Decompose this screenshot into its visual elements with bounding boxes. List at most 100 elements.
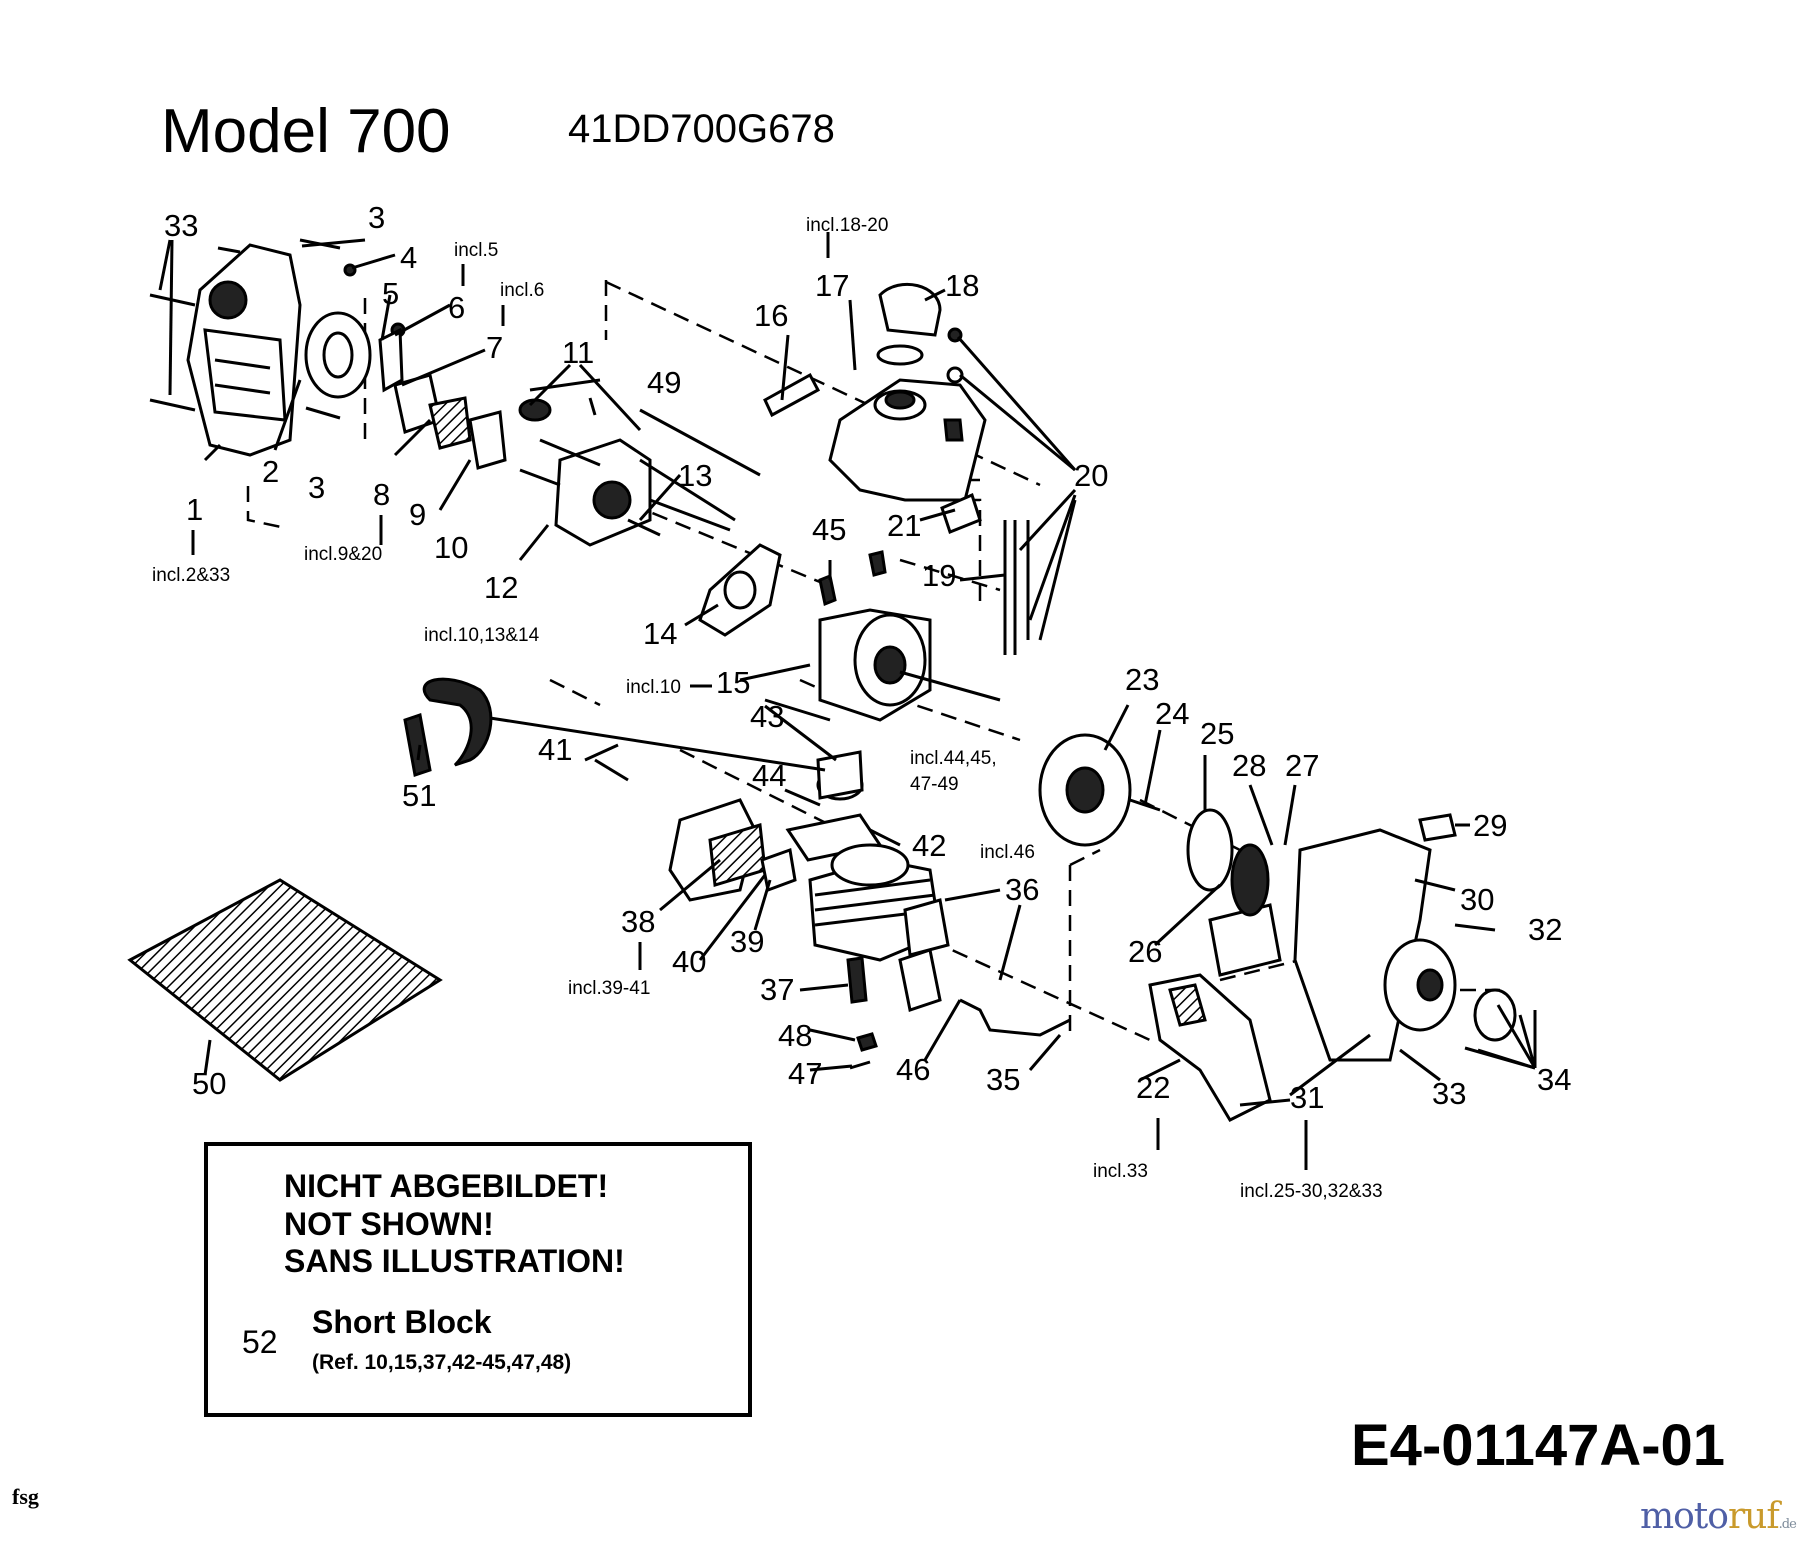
callout-10: 10 (434, 530, 468, 565)
callout-17: 17 (815, 268, 849, 303)
fuel-filter (763, 372, 982, 534)
callout-2: 2 (262, 454, 279, 489)
incl-note-8: incl.9&20 (304, 544, 382, 565)
callout-32: 32 (1528, 912, 1562, 947)
muffler-cover (186, 243, 302, 457)
brand-part2: ruf (1727, 1496, 1780, 1537)
callout-27: 27 (1285, 748, 1319, 783)
model-number: 41DD700G678 (568, 107, 835, 151)
ignition-module (898, 898, 950, 1012)
incl-note-1: incl.2&33 (152, 565, 230, 586)
callout-31: 31 (1290, 1080, 1324, 1115)
callout-29: 29 (1473, 808, 1507, 843)
callout-11: 11 (562, 335, 594, 370)
cylinder (808, 843, 942, 962)
callout-44: 44 (752, 758, 786, 793)
not-shown-french: SANS ILLUSTRATION! (284, 1243, 625, 1279)
piston-rings (403, 677, 826, 777)
callout-3-top: 3 (368, 200, 385, 235)
callout-35: 35 (986, 1062, 1020, 1097)
callout-14: 14 (643, 616, 677, 651)
callout-41: 41 (538, 732, 572, 767)
inclusion-notes: incl.2&33 incl.5 incl.6 incl.9&20 incl.1… (152, 215, 1383, 1202)
callout-24: 24 (1155, 696, 1189, 731)
carburetor (518, 398, 736, 547)
air-filter-element (127, 878, 443, 1082)
callout-28: 28 (1232, 748, 1266, 783)
callout-3-bottom: 3 (308, 470, 325, 505)
callout-5: 5 (382, 276, 399, 311)
gasket (698, 543, 782, 637)
incl-note-42a: incl.44,45, (910, 748, 997, 769)
incl-note-15: incl.10 (626, 677, 681, 698)
not-shown-english: NOT SHOWN! (284, 1206, 494, 1242)
not-shown-german: NICHT ABGEBILDET! (284, 1168, 609, 1204)
primer-line (639, 408, 761, 477)
callout-51: 51 (402, 778, 436, 813)
callout-1: 1 (186, 492, 203, 527)
callout-45: 45 (812, 512, 846, 547)
starter-pulley (1186, 808, 1270, 917)
incl-note-42b: 47-49 (910, 774, 959, 795)
callout-20: 20 (1074, 458, 1108, 493)
callout-22: 22 (1136, 1070, 1170, 1105)
air-filter-cover (668, 798, 797, 902)
starter-housing (1383, 813, 1517, 1042)
flywheel (1038, 733, 1161, 847)
spark-plug (799, 956, 868, 1004)
callout-16: 16 (754, 298, 788, 333)
incl-note-46: incl.46 (980, 842, 1035, 863)
callout-36: 36 (1005, 872, 1039, 907)
incl-note-17: incl.18-20 (806, 215, 888, 236)
callout-33-left: 33 (164, 208, 198, 243)
handle (1148, 973, 1272, 1122)
callout-46: 46 (896, 1052, 930, 1087)
callout-26: 26 (1128, 934, 1162, 969)
incl-note-5: incl.5 (454, 240, 498, 261)
short-block-number: 52 (242, 1324, 278, 1360)
not-shown-box: NICHT ABGEBILDET! NOT SHOWN! SANS ILLUST… (204, 1142, 752, 1417)
incl-note-31: incl.25-30,32&33 (1240, 1181, 1383, 1202)
callout-39: 39 (730, 924, 764, 959)
tank-straps (529, 378, 601, 416)
callout-19: 19 (922, 558, 956, 593)
fuel-lines (946, 327, 1030, 655)
callout-40: 40 (672, 944, 706, 979)
crankcase (818, 550, 1001, 722)
muffler-plate (378, 327, 507, 470)
callout-43: 43 (750, 699, 784, 734)
callout-30: 30 (1460, 882, 1494, 917)
part-callouts: 1 2 3 3 4 5 6 7 8 9 10 11 12 13 14 15 16… (164, 200, 1571, 1115)
spark-arrestor (304, 311, 372, 399)
callout-49: 49 (647, 365, 681, 400)
callout-9: 9 (409, 497, 426, 532)
incl-note-12: incl.10,13&14 (424, 625, 540, 646)
brand-watermark: motoruf.de (1640, 1496, 1797, 1537)
fuel-tank (828, 282, 987, 502)
callout-12: 12 (484, 570, 518, 605)
callout-13: 13 (678, 458, 712, 493)
model-title: Model 700 (161, 97, 451, 166)
callout-15: 15 (716, 665, 750, 700)
callout-42: 42 (912, 828, 946, 863)
incl-note-22: incl.33 (1093, 1161, 1148, 1182)
callout-7: 7 (486, 330, 503, 365)
drawing-code: E4-01147A-01 (1351, 1413, 1726, 1478)
callout-18: 18 (945, 268, 979, 303)
incl-note-6: incl.6 (500, 280, 544, 301)
short-block-refs: (Ref. 10,15,37,42-45,47,48) (312, 1351, 572, 1374)
short-block-name: Short Block (312, 1304, 492, 1340)
incl-note-38: incl.39-41 (568, 978, 650, 999)
callout-23: 23 (1125, 662, 1159, 697)
callout-48: 48 (778, 1018, 812, 1053)
callout-4: 4 (400, 240, 417, 275)
callout-6: 6 (448, 290, 465, 325)
callout-21: 21 (887, 508, 921, 543)
callout-33-right: 33 (1432, 1076, 1466, 1111)
leader-lines (158, 232, 1537, 1170)
callout-37: 37 (760, 972, 794, 1007)
brand-tld: .de (1778, 1517, 1797, 1532)
brand-part1: moto (1640, 1496, 1729, 1537)
callout-8: 8 (373, 477, 390, 512)
